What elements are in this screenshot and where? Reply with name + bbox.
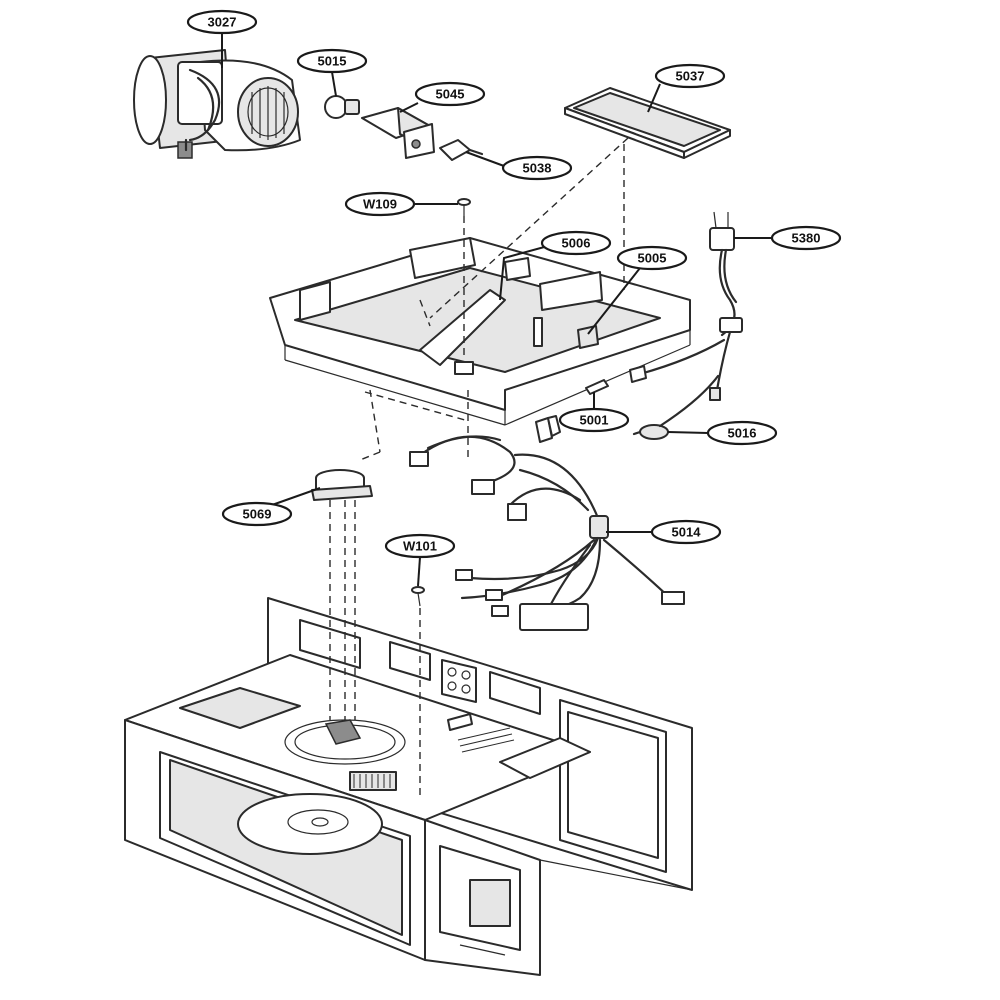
callout-3027: 3027: [186, 9, 258, 68]
callout-label: 5001: [580, 413, 609, 428]
callout-label: 5045: [436, 87, 465, 102]
power-cord: [629, 211, 743, 401]
callout-label: 5015: [318, 54, 347, 69]
callout-label: 5038: [523, 161, 552, 176]
callout-5001: 5001: [558, 392, 630, 433]
turntable-motor: [311, 469, 373, 501]
switch-5005: [577, 325, 599, 349]
assembly-guide-lines: [329, 137, 629, 800]
fuse-5001: [585, 379, 609, 395]
callout-label: 5005: [638, 251, 667, 266]
callout-label: 5014: [672, 525, 702, 540]
screw-w109: [457, 198, 471, 216]
callout-label: 5016: [728, 426, 757, 441]
base-plate: [269, 237, 691, 426]
callout-5069: 5069: [221, 487, 321, 527]
callout-label: 5069: [243, 507, 272, 522]
callout-5016: 5016: [667, 420, 778, 446]
wire-harness: [409, 415, 685, 631]
thermal-cutout: [632, 374, 720, 440]
lamp-connector: [439, 139, 484, 161]
callout-label: W109: [363, 197, 397, 212]
callout-w109: W109: [344, 191, 458, 217]
callout-w101: W101: [384, 533, 456, 587]
callout-label: 3027: [208, 15, 237, 30]
callout-5380: 5380: [734, 225, 842, 251]
callout-5005: 5005: [587, 245, 688, 335]
oven-cavity: [124, 597, 693, 976]
callout-label: 5006: [562, 236, 591, 251]
lamp-bulb: [324, 95, 360, 119]
callout-5006: 5006: [499, 230, 612, 301]
screw-w101: [411, 586, 425, 607]
callout-5038: 5038: [465, 151, 573, 181]
callout-label: 5380: [792, 231, 821, 246]
callout-5015: 5015: [296, 48, 368, 97]
fan-motor-assembly: [133, 49, 301, 159]
callout-5045: 5045: [399, 81, 486, 113]
callout-label: 5037: [676, 69, 705, 84]
callout-5014: 5014: [606, 519, 722, 545]
charcoal-filter: [564, 87, 731, 159]
callout-5037: 5037: [647, 63, 726, 113]
callout-label: W101: [403, 539, 437, 554]
lamp-socket: [361, 107, 435, 159]
